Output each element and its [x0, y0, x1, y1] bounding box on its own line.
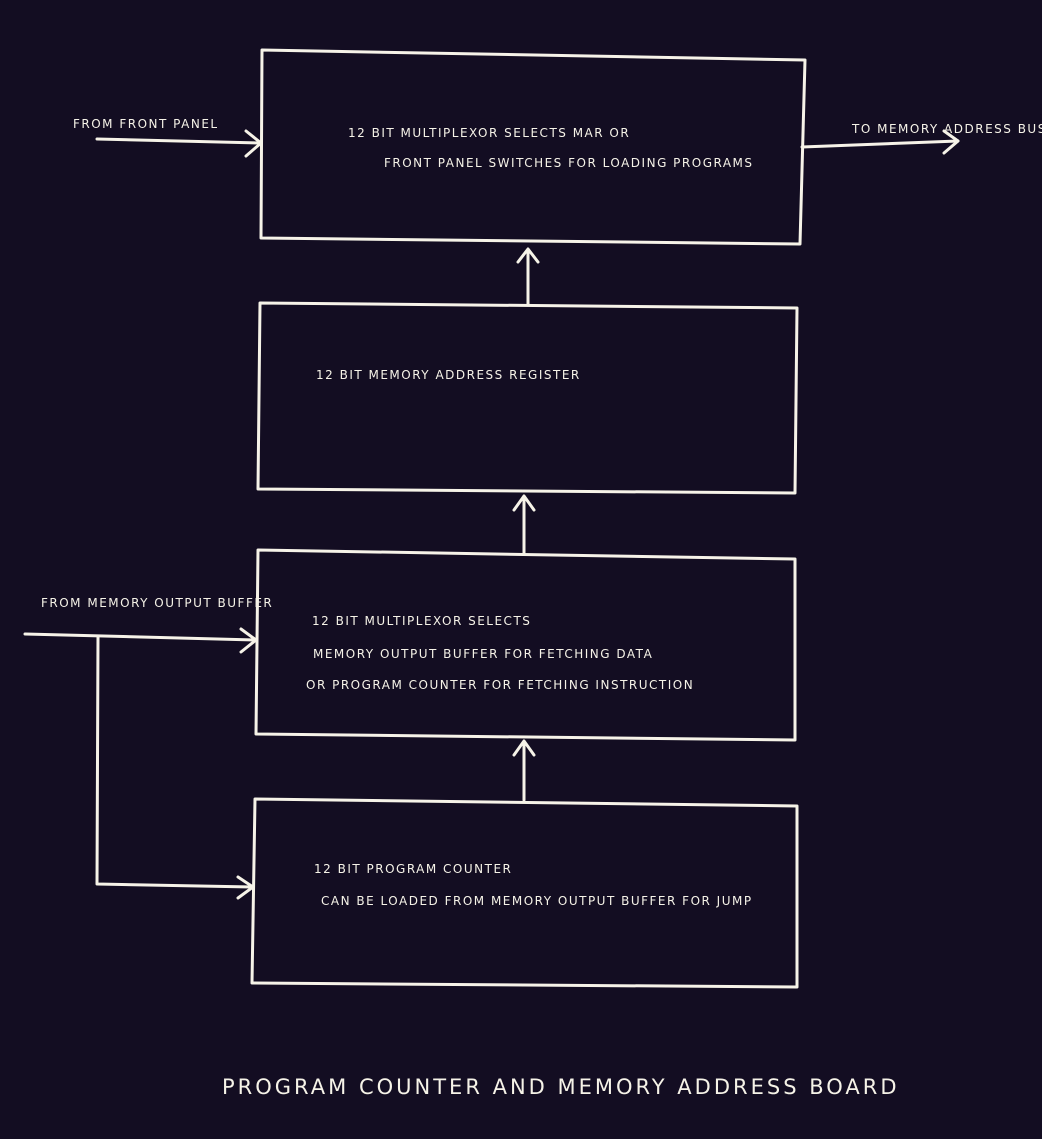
block1-line1: 12 BIT MULTIPLEXOR SELECTS MAR OR: [348, 126, 631, 140]
arrow-mar-to-mux: [516, 247, 540, 307]
block3-line2: MEMORY OUTPUT BUFFER FOR FETCHING DATA: [313, 647, 654, 661]
label-from-memory-output-buffer: FROM MEMORY OUTPUT BUFFER: [41, 596, 274, 610]
block1-line2: FRONT PANEL SWITCHES FOR LOADING PROGRAM…: [384, 156, 754, 170]
arrow-memory-address-bus: [800, 129, 960, 155]
arrow-mux-to-mar: [512, 494, 536, 555]
block2-line1: 12 BIT MEMORY ADDRESS REGISTER: [316, 368, 581, 382]
memory-address-register-box: [256, 301, 799, 495]
label-from-front-panel: FROM FRONT PANEL: [73, 117, 219, 131]
arrow-mob-to-pc: [95, 635, 255, 900]
block4-line1: 12 BIT PROGRAM COUNTER: [314, 862, 513, 876]
arrow-memory-output-buffer: [23, 627, 258, 654]
block3-line3: OR PROGRAM COUNTER FOR FETCHING INSTRUCT…: [306, 678, 695, 692]
arrow-pc-to-mux: [512, 739, 536, 802]
block3-line1: 12 BIT MULTIPLEXOR SELECTS: [312, 614, 532, 628]
arrow-front-panel: [95, 129, 263, 158]
program-counter-box: [250, 797, 799, 989]
multiplexor-fetch-box: [254, 548, 797, 742]
label-to-memory-address-bus: TO MEMORY ADDRESS BUS: [852, 122, 1042, 136]
diagram-title: PROGRAM COUNTER AND MEMORY ADDRESS BOARD: [222, 1075, 900, 1099]
multiplexor-mar-box: [259, 48, 807, 246]
block4-line2: CAN BE LOADED FROM MEMORY OUTPUT BUFFER …: [321, 894, 753, 908]
